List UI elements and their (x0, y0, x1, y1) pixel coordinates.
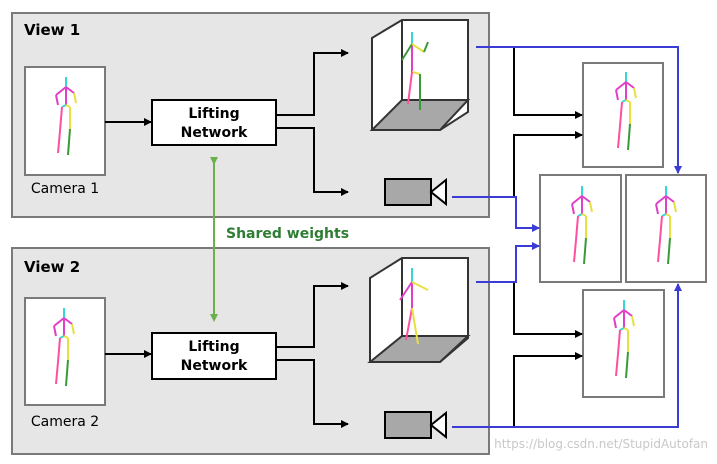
lifting-network-2-line1: Lifting (188, 339, 239, 355)
lifting-network-1 (151, 99, 277, 146)
view-2-title: View 2 (24, 258, 80, 276)
watermark: https://blog.csdn.net/StupidAutofan (494, 437, 708, 451)
camera-2-image (24, 297, 106, 406)
camera-2-label: Camera 2 (31, 414, 99, 430)
lifting-network-1-line1: Lifting (188, 106, 239, 122)
shared-weights-label: Shared weights (226, 226, 349, 242)
projection-left (539, 174, 622, 283)
lifting-network-2-line2: Network (181, 358, 248, 374)
view-1-title: View 1 (24, 21, 80, 39)
projection-top (582, 62, 664, 168)
video-camera-icon (384, 177, 447, 207)
skeleton-3d-icon (367, 257, 471, 363)
lifting-network-1-line2: Network (181, 125, 248, 141)
camera-1-label: Camera 1 (31, 181, 99, 197)
lifting-network-2 (151, 332, 277, 380)
video-camera-icon (384, 410, 447, 440)
skeleton-3d-icon (369, 19, 471, 131)
